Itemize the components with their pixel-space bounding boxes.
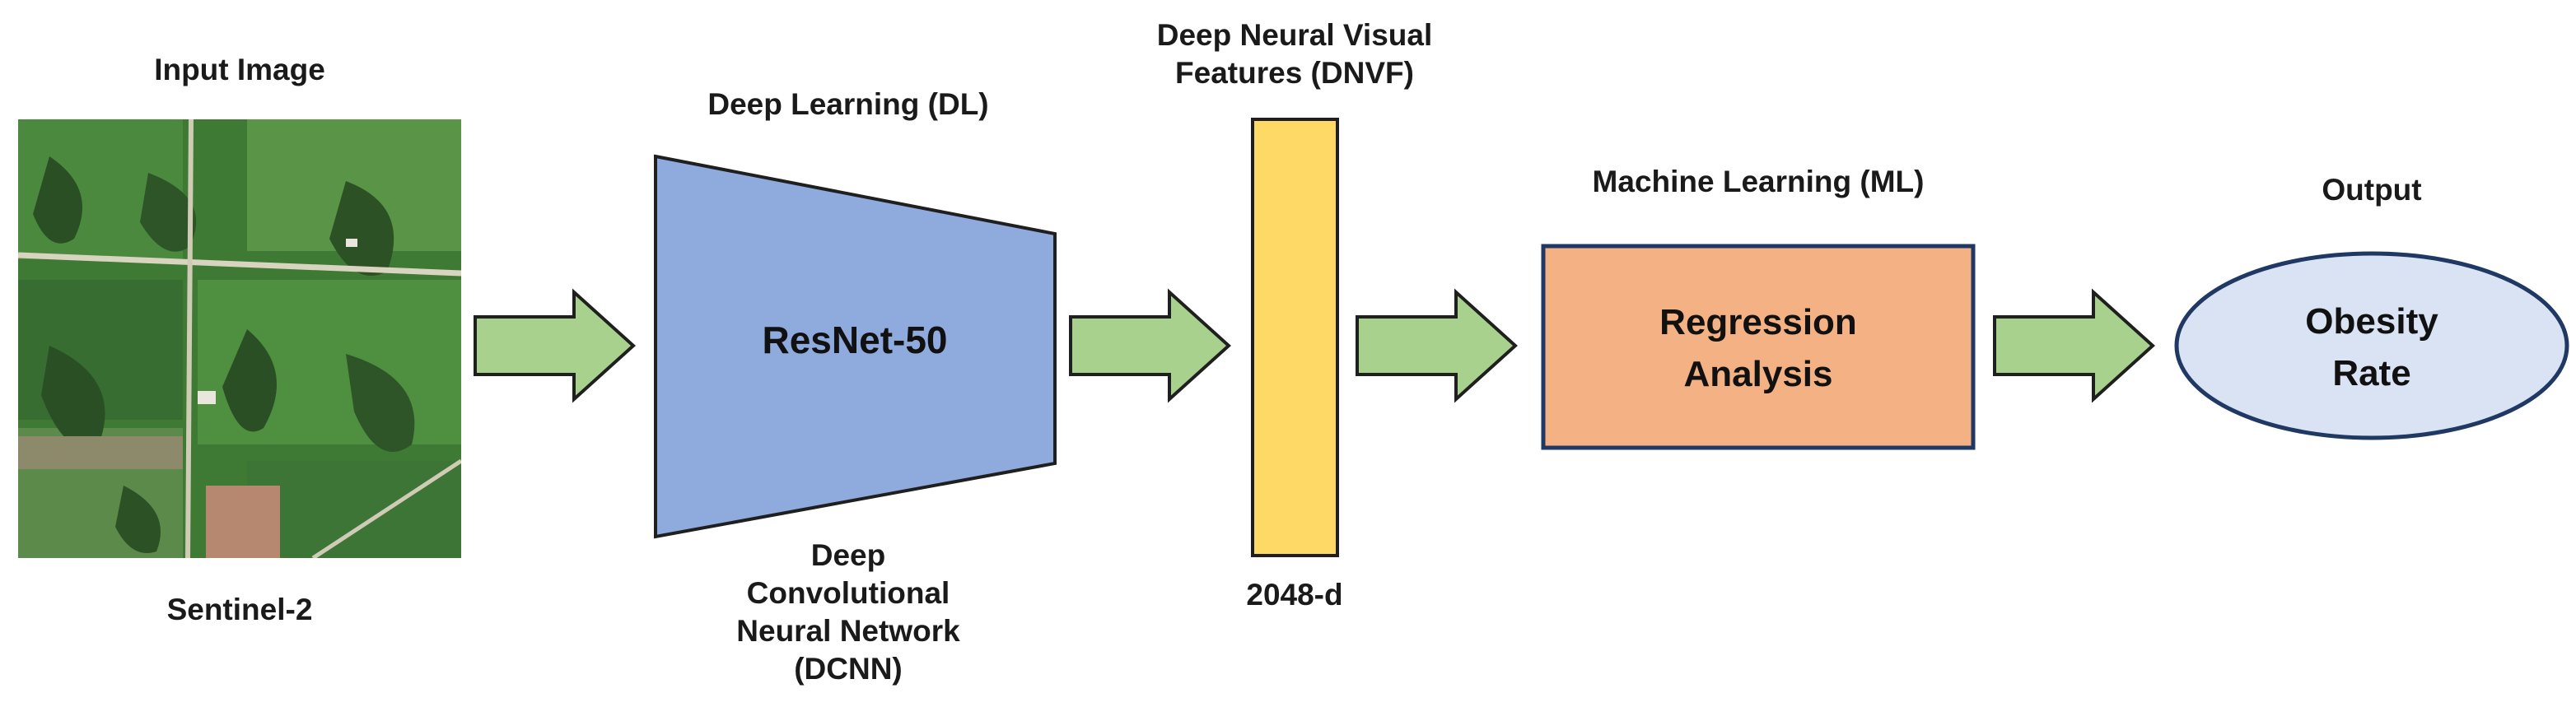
output-label-line2: Rate (2332, 353, 2410, 393)
dcnn-caption: Deep Convolutional Neural Network (DCNN) (626, 537, 1071, 688)
arrow-input-to-dl (474, 288, 636, 403)
dcnn-caption-line4: (DCNN) (794, 652, 903, 686)
regression-label-line2: Analysis (1684, 354, 1833, 394)
output-ellipse (2174, 251, 2569, 440)
dl-title: Deep Learning (DL) (707, 87, 989, 121)
arrow-ml-to-output (1993, 288, 2155, 403)
resnet-trapezoid (654, 154, 1057, 539)
ml-title: Machine Learning (ML) (1592, 165, 1925, 198)
dcnn-caption-line2: Convolutional (746, 576, 950, 610)
arrow-features-to-ml (1356, 288, 1518, 403)
dnvf-title: Deep Neural Visual Features (DNVF) (1089, 16, 1500, 92)
feature-dim-caption: 2048-d (1246, 578, 1343, 612)
feature-bar (1251, 118, 1339, 557)
resnet-label: ResNet-50 (763, 319, 948, 361)
dnvf-title-line1: Deep Neural Visual (1156, 18, 1433, 52)
dnvf-title-line2: Features (DNVF) (1175, 56, 1414, 90)
input-image-caption: Sentinel-2 (166, 593, 313, 626)
dcnn-caption-line1: Deep (810, 538, 886, 572)
input-image-title: Input Image (154, 53, 325, 86)
output-label-line1: Obesity (2305, 301, 2438, 342)
arrow-dl-to-features (1069, 288, 1231, 403)
satellite-image (18, 119, 461, 558)
regression-label-line1: Regression (1659, 302, 1857, 342)
output-title: Output (2322, 173, 2422, 207)
dcnn-caption-line3: Neural Network (736, 614, 960, 648)
regression-box (1541, 244, 1976, 450)
